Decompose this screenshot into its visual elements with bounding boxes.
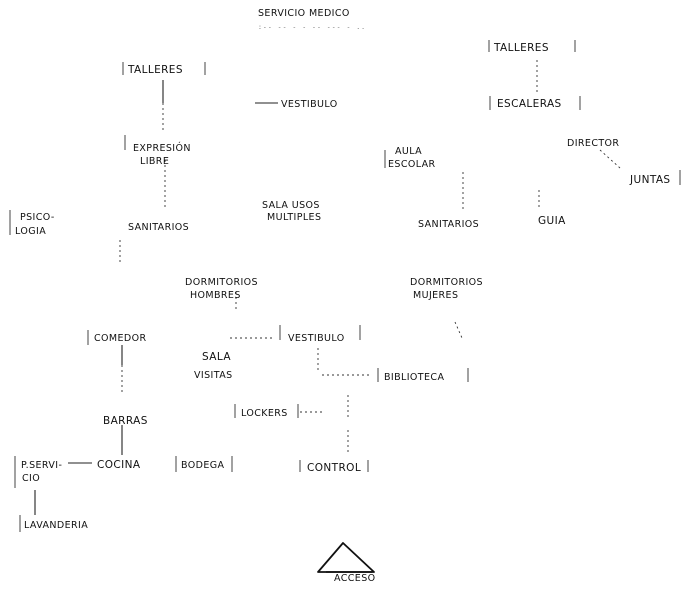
node-p-servicio-line2: CIO bbox=[22, 473, 40, 484]
node-biblioteca: BIBLIOTECA bbox=[384, 372, 444, 383]
link-dormitorios-mujeres-down bbox=[454, 321, 463, 339]
node-sala-usos-line1: SALA USOS bbox=[262, 200, 320, 211]
node-dormitorios-mujeres-line1: DORMITORIOS bbox=[410, 277, 483, 288]
node-p-servicio-line1: P.SERVI- bbox=[21, 460, 62, 471]
acceso-triangle-icon bbox=[317, 542, 375, 573]
node-control: CONTROL bbox=[307, 462, 361, 474]
node-sala-visitas-line1: SALA bbox=[202, 351, 231, 363]
node-aula-escolar-line1: AULA bbox=[395, 146, 422, 157]
node-sanitarios-left: SANITARIOS bbox=[128, 222, 189, 233]
node-psicologia-line2: LOGIA bbox=[15, 226, 46, 237]
node-escaleras: ESCALERAS bbox=[497, 98, 562, 110]
node-lockers: LOCKERS bbox=[241, 408, 288, 419]
link-director-juntas bbox=[599, 149, 621, 169]
node-dormitorios-hombres-line1: DORMITORIOS bbox=[185, 277, 258, 288]
node-comedor: COMEDOR bbox=[94, 333, 147, 344]
node-talleres-left: TALLERES bbox=[127, 64, 183, 76]
node-sanitarios-right: SANITARIOS bbox=[418, 219, 479, 230]
node-dormitorios-hombres-line2: HOMBRES bbox=[190, 290, 241, 301]
node-director: DIRECTOR bbox=[567, 138, 619, 149]
node-labels: SERVICIO MEDICO TALLERES TALLERES VESTIB… bbox=[15, 8, 670, 584]
node-talleres-right: TALLERES bbox=[493, 42, 549, 54]
node-psicologia-line1: PSICO- bbox=[20, 212, 55, 223]
node-expresion-libre-line2: LIBRE bbox=[140, 156, 169, 167]
node-lavanderia: LAVANDERIA bbox=[24, 520, 88, 531]
node-bodega: BODEGA bbox=[181, 460, 225, 471]
frame-marks bbox=[9, 40, 681, 532]
node-guia: GUIA bbox=[538, 215, 566, 227]
node-vestibulo-top: VESTIBULO bbox=[281, 99, 338, 110]
node-cocina: COCINA bbox=[97, 459, 141, 471]
node-acceso: ACCESO bbox=[334, 573, 376, 584]
title-scribble: :-- -- - - -- --- - .. bbox=[258, 23, 366, 31]
node-servicio-medico: SERVICIO MEDICO bbox=[258, 8, 350, 19]
node-sala-visitas-line2: VISITAS bbox=[194, 370, 233, 381]
node-barras: BARRAS bbox=[103, 415, 148, 427]
node-expresion-libre-line1: EXPRESIÓN bbox=[133, 142, 191, 154]
connection-lines bbox=[34, 60, 621, 515]
node-dormitorios-mujeres-line2: MUJERES bbox=[413, 290, 458, 301]
node-juntas: JUNTAS bbox=[629, 174, 670, 186]
node-vestibulo-mid: VESTIBULO bbox=[288, 333, 345, 344]
node-aula-escolar-line2: ESCOLAR bbox=[388, 159, 436, 170]
node-sala-usos-line2: MULTIPLES bbox=[267, 212, 321, 223]
